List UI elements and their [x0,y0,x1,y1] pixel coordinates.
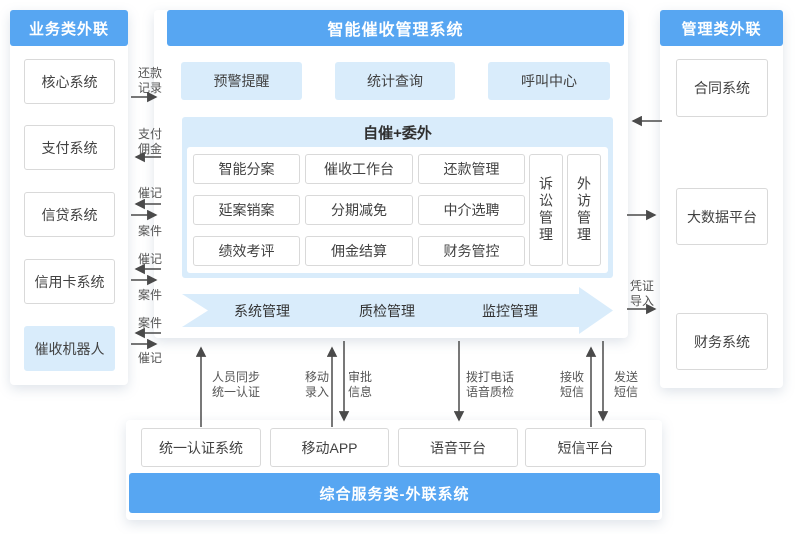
service-external-title: 综合服务类-外联系统 [129,473,660,513]
box-credit-system: 信贷系统 [24,192,115,237]
feature-statistics-query: 统计查询 [335,62,455,100]
edge-label-mobile-entry: 移动 录入 [305,370,330,399]
module-collection-workbench: 催收工作台 [305,154,413,184]
edge-label-robot-cuiji: 催记 [138,351,163,365]
edge-label-pay-commission: 支付 佣金 [138,127,163,156]
management-band-arrow: 系统管理 质检管理 监控管理 [182,287,613,334]
band-label-system-mgmt: 系统管理 [234,302,290,319]
module-repayment-mgmt: 还款管理 [418,154,525,184]
feature-call-center: 呼叫中心 [488,62,610,100]
box-voice-platform: 语音平台 [398,428,518,467]
box-auth-system: 统一认证系统 [141,428,261,467]
module-installment-reduction: 分期减免 [305,195,413,225]
box-payment-system: 支付系统 [24,125,115,170]
self-outsource-title: 自催+委外 [363,124,432,142]
box-core-system: 核心系统 [24,59,115,104]
module-performance-review: 绩效考评 [193,236,300,266]
band-label-monitor-mgmt: 监控管理 [482,302,538,319]
module-field-visit-mgmt: 外访管理 [567,154,601,266]
module-agency-selection: 中介选聘 [418,195,525,225]
edge-label-approval-info: 审批 信息 [348,370,373,399]
edge-label-card-case: 案件 [138,288,163,302]
box-collection-robot: 催收机器人 [24,326,115,371]
module-smart-case-assign: 智能分案 [193,154,300,184]
management-external-title: 管理类外联 [660,10,783,46]
business-external-title: 业务类外联 [10,10,128,46]
band-label-qc-mgmt: 质检管理 [359,302,415,319]
edge-label-robot-case: 案件 [138,316,163,330]
band-arrow-shape [182,287,613,334]
edge-label-voucher-import: 凭证 导入 [630,279,655,308]
edge-label-card-cuiji: 催记 [138,252,163,266]
module-case-delay-cancel: 延案销案 [193,195,300,225]
edge-label-call-qc: 拨打电话 语音质检 [466,370,515,399]
edge-label-receive-sms: 接收 短信 [560,370,585,399]
edge-label-credit-case: 案件 [138,224,163,238]
module-finance-control: 财务管控 [418,236,525,266]
collection-system-title: 智能催收管理系统 [167,10,624,46]
box-sms-platform: 短信平台 [525,428,646,467]
module-litigation-mgmt: 诉讼管理 [529,154,563,266]
edge-label-credit-cuiji: 催记 [138,186,163,200]
edge-label-repayment-record: 还款 记录 [138,66,163,95]
box-mobile-app: 移动APP [270,428,389,467]
feature-warning-reminder: 预警提醒 [181,62,302,100]
edge-label-person-sync: 人员同步 统一认证 [212,370,261,399]
module-commission-settlement: 佣金结算 [305,236,413,266]
box-credit-card-system: 信用卡系统 [24,259,115,304]
box-finance-system: 财务系统 [676,313,768,370]
edge-label-send-sms: 发送 短信 [614,370,639,399]
box-contract-system: 合同系统 [676,59,768,117]
box-bigdata-platform: 大数据平台 [676,188,768,245]
